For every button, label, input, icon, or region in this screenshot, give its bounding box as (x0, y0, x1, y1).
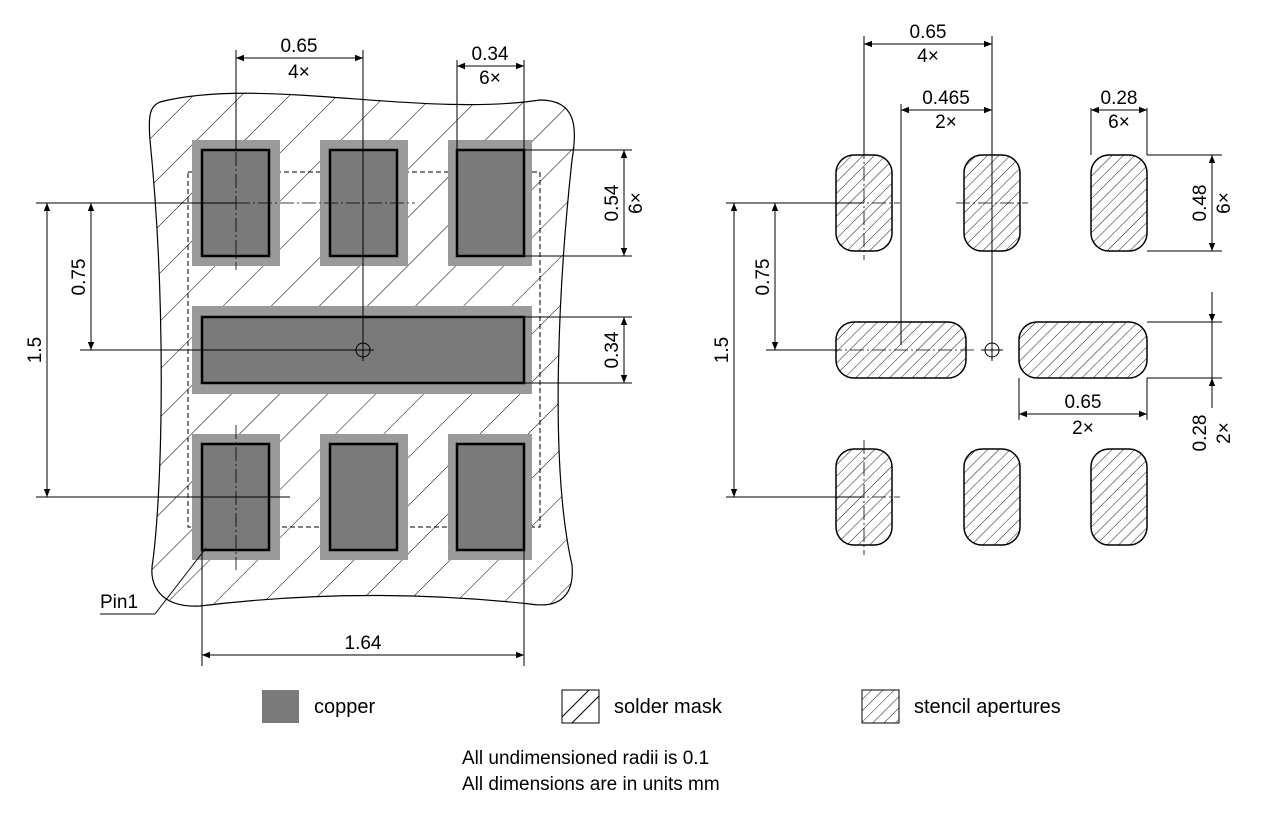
legend-copper-label: copper (314, 696, 375, 718)
dim-aperture-height-count: 6× (1214, 192, 1235, 214)
left-dimension-lines (43, 54, 628, 659)
legend-copper-swatch (262, 690, 299, 723)
left-view: 0.65 4× 0.34 6× 0.54 6× 0.34 0.75 1.5 1.… (25, 36, 647, 666)
dim-aperture-width-value: 0.28 (1101, 88, 1138, 109)
right-dimension-lines (730, 40, 1216, 497)
right-dimension-text: 0.65 4× 0.465 2× 0.28 6× 0.48 6× 0.75 1.… (712, 22, 1235, 451)
dim-center-pad-height: 0.34 (602, 331, 623, 368)
note-units: All dimensions are in units mm (462, 774, 720, 795)
dim-pad-width-value: 0.34 (472, 44, 509, 65)
dim-row-offset: 0.75 (69, 259, 90, 296)
aperture-center-right (1018, 321, 1148, 379)
legend-stencil-label: stencil apertures (914, 696, 1061, 718)
dim-center-aperture-height-count: 2× (1214, 422, 1235, 444)
dim-center-aperture-length-value: 0.65 (1065, 392, 1102, 413)
dim-pitch-value: 0.65 (281, 36, 318, 57)
legend-stencil-swatch (861, 689, 900, 724)
legend-solder-mask-swatch (561, 689, 600, 724)
aperture-5 (963, 448, 1021, 546)
pin1-leader (100, 547, 207, 615)
dim-row-span: 1.5 (25, 337, 46, 363)
note-radii: All undimensioned radii is 0.1 (462, 748, 709, 769)
aperture-3 (1090, 154, 1148, 252)
right-extension-lines (726, 36, 1222, 498)
legend-solder-mask-label: solder mask (614, 696, 723, 718)
dim-aperture-width-count: 6× (1108, 112, 1130, 133)
dim-pad-height-value: 0.54 (602, 184, 623, 221)
center-mark (352, 339, 374, 361)
notes: All undimensioned radii is 0.1 All dimen… (462, 748, 720, 795)
dim-center-aperture-height-value: 0.28 (1190, 415, 1211, 452)
left-dimension-text: 0.65 4× 0.34 6× 0.54 6× 0.34 0.75 1.5 1.… (25, 36, 647, 654)
right-view: 0.65 4× 0.465 2× 0.28 6× 0.48 6× 0.75 1.… (712, 22, 1235, 555)
pad-6 (455, 442, 526, 552)
dim-center-pad-length: 1.64 (345, 633, 382, 654)
dim-half-pitch-value: 0.465 (922, 88, 970, 109)
legend: copper solder mask stencil apertures (262, 689, 1061, 724)
right-center-mark (981, 339, 1003, 361)
pad-3 (455, 148, 526, 258)
dim-row-offset: 0.75 (753, 259, 774, 296)
left-extension-lines (36, 50, 632, 666)
pad-5 (328, 442, 399, 552)
dim-pitch-count: 4× (917, 46, 939, 67)
dim-pad-height-count: 6× (626, 192, 647, 214)
dim-pad-width-count: 6× (479, 68, 501, 89)
dim-row-span: 1.5 (712, 337, 733, 363)
dim-pitch-count: 4× (288, 62, 310, 83)
dim-pitch-value: 0.65 (910, 22, 947, 43)
aperture-6 (1090, 448, 1148, 546)
dim-half-pitch-count: 2× (935, 112, 957, 133)
dim-center-aperture-length-count: 2× (1072, 418, 1094, 439)
pin1-label: Pin1 (100, 592, 138, 613)
dim-aperture-height-value: 0.48 (1190, 185, 1211, 222)
